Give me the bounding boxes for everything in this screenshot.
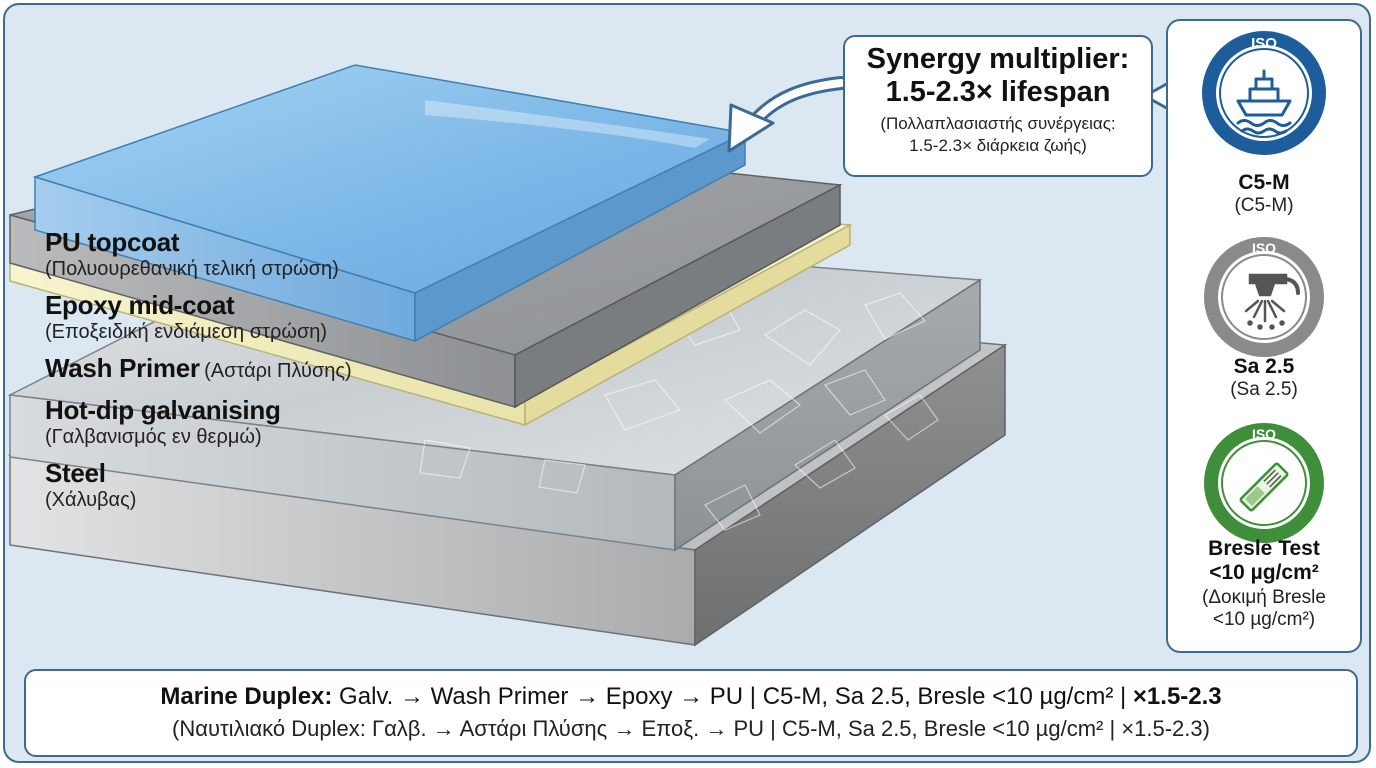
- iso-text: ISO: [1251, 35, 1277, 52]
- footer-line-english: Marine Duplex: Galv. → Wash Primer → Epo…: [26, 681, 1356, 713]
- layer-label-pu-topcoat: PU topcoat (Πολυουρεθανική τελική στρώση…: [45, 227, 339, 280]
- curved-arrow-head: [727, 103, 775, 153]
- topcoat-gloss: [425, 100, 710, 148]
- callout-greek-2: 1.5-2.3× διάρκεια ζωής): [909, 136, 1087, 155]
- synergy-callout: Synergy multiplier: 1.5-2.3× lifespan (Π…: [843, 35, 1153, 177]
- badge-title-bresle: Bresle Test: [1208, 537, 1320, 560]
- layer-label-steel: Steel (Χάλυβας): [45, 458, 137, 511]
- steel-side-face: [694, 343, 1006, 647]
- iso-badge-bresle: ISO: [1204, 423, 1324, 543]
- footer-multiplier: ×1.5-2.3: [1132, 683, 1222, 710]
- badge-value-bresle: <10 µg/cm²: [1209, 561, 1319, 584]
- layer-label-galvanising: Hot-dip galvanising (Γαλβανισμός εν θερμ…: [45, 395, 281, 448]
- badge-subtitle-c5m: (C5-M): [1234, 195, 1294, 216]
- badge-title-c5m: C5-M: [1238, 171, 1290, 194]
- zinc-side-face: [674, 278, 981, 552]
- epoxy-side-face: [514, 183, 841, 409]
- blast-nozzle-icon: [1244, 273, 1300, 330]
- footer-lead: Marine Duplex:: [160, 683, 333, 710]
- ship-icon: [1236, 69, 1292, 135]
- callout-greek-1: (Πολλαπλασιαστής συνέργειας:: [880, 114, 1116, 133]
- footer-body: Galv. → Wash Primer → Epoxy → PU | C5-M,…: [332, 683, 1133, 710]
- iso-badge-sa25: ISO: [1204, 237, 1324, 357]
- callout-value: 1.5-2.3× lifespan: [885, 76, 1111, 108]
- callout-heading: Synergy multiplier:: [866, 43, 1130, 75]
- badge-subtitle-sa25: (Sa 2.5): [1230, 379, 1298, 400]
- badge-title-sa25: Sa 2.5: [1233, 355, 1295, 378]
- topcoat-side-face: [414, 131, 746, 343]
- iso-badge-c5m: ISO: [1202, 31, 1326, 155]
- badge-subtitle-bresle: (Δοκιμή Bresle: [1202, 587, 1326, 608]
- diagram-frame: PU topcoat (Πολυουρεθανική τελική στρώση…: [3, 3, 1371, 763]
- layer-label-epoxy: Epoxy mid-coat (Εποξειδική ενδιάμεση στρ…: [45, 290, 328, 343]
- layer-label-wash-primer: Wash Primer (Αστάρι Πλύσης): [45, 353, 352, 383]
- footer-line-greek: (Ναυτιλιακό Duplex: Γαλβ. → Αστάρι Πλύση…: [172, 716, 1210, 741]
- curved-arrow-inner: [749, 79, 845, 127]
- badge-subtitle-bresle-value: <10 µg/cm²): [1212, 609, 1316, 630]
- iso-text: ISO: [1252, 426, 1276, 442]
- standards-sidebar: ISO C5-M (C5-M) ISO: [1166, 19, 1362, 653]
- iso-text: ISO: [1252, 240, 1276, 256]
- test-strip-icon: [1239, 462, 1289, 512]
- summary-footer: Marine Duplex: Galv. → Wash Primer → Epo…: [24, 669, 1358, 757]
- primer-side-face: [524, 223, 851, 427]
- coating-layers-diagram: [7, 64, 1203, 647]
